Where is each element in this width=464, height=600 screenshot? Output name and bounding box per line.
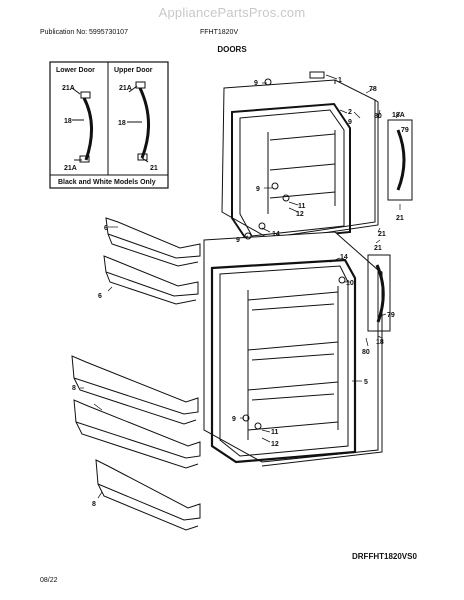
page-title: DOORS bbox=[217, 45, 247, 54]
callout-9-top: 9 bbox=[254, 80, 258, 87]
callout-79-upper: 79 bbox=[401, 127, 409, 134]
callout-11-lower: 11 bbox=[271, 429, 279, 436]
callout-inset-18-right: 18 bbox=[118, 120, 126, 127]
callout-80-upper: 80 bbox=[374, 113, 382, 120]
callout-inset-18-left: 18 bbox=[64, 118, 72, 125]
callout-inset-21a-bottom-left: 21A bbox=[64, 165, 77, 172]
callout-18-lower: 18 bbox=[376, 339, 384, 346]
callout-78: 78 bbox=[369, 86, 377, 93]
callout-6-top: 6 bbox=[104, 225, 108, 232]
callout-inset-21a-top-left: 21A bbox=[62, 85, 75, 92]
callout-12-lower: 12 bbox=[271, 441, 279, 448]
callout-9-freezer-lower: 9 bbox=[256, 186, 260, 193]
callout-1: 1 bbox=[338, 77, 342, 84]
revision-date: 08/22 bbox=[40, 577, 58, 584]
callout-5: 5 bbox=[364, 379, 368, 386]
diagram-code: DRFFHT1820VS0 bbox=[352, 552, 417, 561]
callout-12-upper: 12 bbox=[296, 211, 304, 218]
callout-14-right: 14 bbox=[340, 254, 348, 261]
callout-8-middle: 8 bbox=[72, 385, 76, 392]
callout-9-side: 9 bbox=[348, 119, 352, 126]
callout-80-lower: 80 bbox=[362, 349, 370, 356]
publication-number: Publication No: 5995730107 bbox=[40, 29, 128, 36]
callout-9-bottom: 9 bbox=[232, 416, 236, 423]
upper-door-label: Upper Door bbox=[114, 67, 153, 74]
door-bins bbox=[71, 217, 201, 531]
callout-6-bottom: 6 bbox=[98, 293, 102, 300]
freezer-handle bbox=[387, 119, 413, 201]
callout-79-lower: 79 bbox=[387, 312, 395, 319]
callout-21-middle-b: 21 bbox=[374, 245, 382, 252]
callout-21-upper: 21 bbox=[396, 215, 404, 222]
fresh-food-handle bbox=[367, 254, 391, 332]
watermark: AppliancePartsPros.com bbox=[158, 5, 306, 20]
model-number: FFHT1820V bbox=[200, 29, 239, 36]
callout-21-middle-a: 21 bbox=[378, 231, 386, 238]
inset-note: Black and White Models Only bbox=[58, 179, 156, 186]
fresh-food-door bbox=[203, 231, 383, 467]
leader-lines bbox=[80, 74, 401, 499]
handle-inset-box bbox=[49, 61, 169, 189]
lower-door-label: Lower Door bbox=[56, 67, 95, 74]
callout-inset-21-bottom-right: 21 bbox=[150, 165, 158, 172]
callout-10: 10 bbox=[346, 280, 354, 287]
callout-14-top: 14 bbox=[272, 231, 280, 238]
callout-9-fresh-top: 9 bbox=[236, 237, 240, 244]
hinge-hardware bbox=[242, 71, 346, 430]
callout-inset-21a-top-right: 21A bbox=[119, 85, 132, 92]
callout-18a: 18A bbox=[392, 112, 405, 119]
callout-11-upper: 11 bbox=[298, 203, 306, 210]
freezer-door bbox=[221, 79, 379, 244]
callout-2: 2 bbox=[348, 109, 352, 116]
upper-door-handle bbox=[135, 81, 151, 161]
lower-door-handle bbox=[79, 91, 94, 163]
callout-8-bottom: 8 bbox=[92, 501, 96, 508]
